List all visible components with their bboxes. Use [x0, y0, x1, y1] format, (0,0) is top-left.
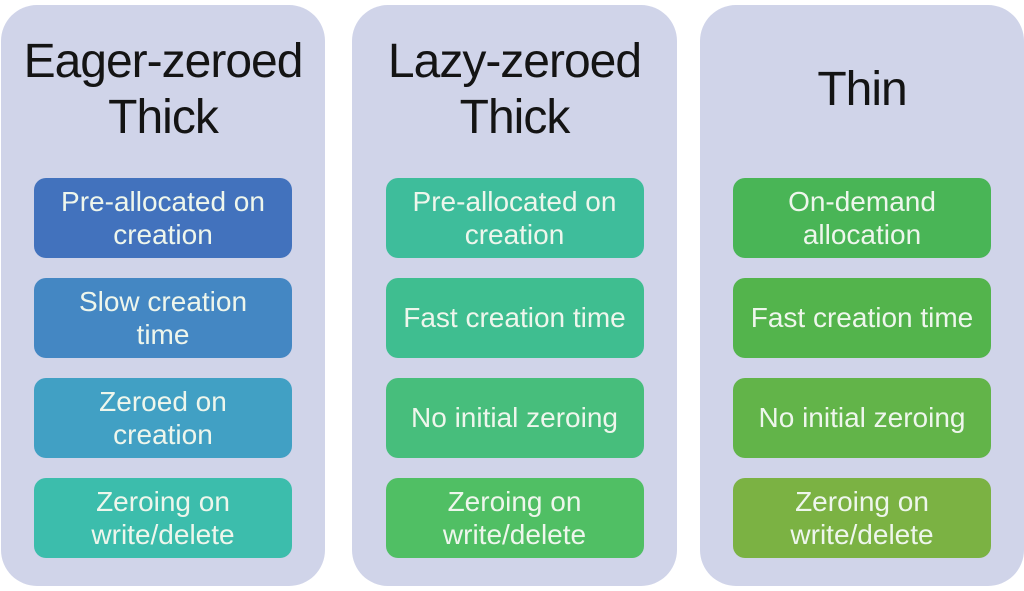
- feature-box-list: On-demand allocation Fast creation time …: [700, 178, 1024, 558]
- feature-box-fast-creation: Fast creation time: [385, 278, 644, 358]
- feature-box-list: Pre-allocated on creation Slow creation …: [1, 178, 325, 558]
- feature-box-pre-allocated: Pre-allocated on creation: [34, 178, 292, 258]
- feature-box-on-demand: On-demand allocation: [733, 178, 991, 258]
- feature-box-fast-creation: Fast creation time: [733, 278, 991, 358]
- feature-box-slow-creation: Slow creation time: [34, 278, 292, 358]
- feature-box-zeroing-on-write: Zeroing on write/delete: [34, 478, 292, 558]
- feature-box-list: Pre-allocated on creation Fast creation …: [352, 178, 677, 558]
- feature-box-pre-allocated: Pre-allocated on creation: [385, 178, 644, 258]
- feature-box-no-initial-zeroing: No initial zeroing: [733, 378, 991, 458]
- feature-box-no-initial-zeroing: No initial zeroing: [385, 378, 644, 458]
- feature-box-zeroing-on-write: Zeroing on write/delete: [385, 478, 644, 558]
- feature-box-zeroed-on-creation: Zeroed on creation: [34, 378, 292, 458]
- column-title-thin: Thin: [817, 62, 907, 116]
- column-panel-thin: Thin On-demand allocation Fast creation …: [700, 5, 1024, 586]
- feature-box-zeroing-on-write: Zeroing on write/delete: [733, 478, 991, 558]
- column-title-lazy-zeroed-thick: Lazy-zeroed Thick: [387, 34, 642, 144]
- column-title-eager-zeroed-thick: Eager-zeroed Thick: [23, 34, 304, 144]
- column-panel-lazy-zeroed-thick: Lazy-zeroed Thick Pre-allocated on creat…: [352, 5, 677, 586]
- column-panel-eager-zeroed-thick: Eager-zeroed Thick Pre-allocated on crea…: [1, 5, 325, 586]
